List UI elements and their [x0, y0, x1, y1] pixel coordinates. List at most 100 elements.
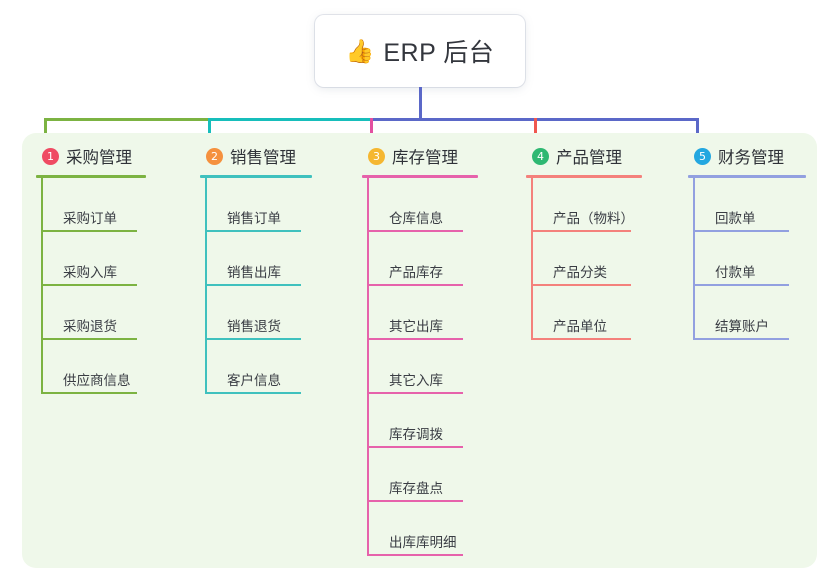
- branch-title: 产品管理: [556, 149, 622, 167]
- branch-item[interactable]: 采购订单: [41, 178, 146, 232]
- bus-segment-2: [208, 118, 373, 121]
- branch-item-rule: [41, 338, 137, 340]
- branch-header-3[interactable]: 3 库存管理: [362, 143, 478, 169]
- branch-item-label: 结算账户: [715, 319, 769, 334]
- trunk-line: [419, 87, 422, 121]
- branch-item[interactable]: 销售退货: [205, 286, 312, 340]
- bus-segment-1: [44, 118, 211, 121]
- branch-item[interactable]: 付款单: [693, 232, 806, 286]
- branch-item-rule: [205, 392, 301, 394]
- branch-header-2[interactable]: 2 销售管理: [200, 143, 312, 169]
- branch-item[interactable]: 库存调拨: [367, 394, 478, 448]
- branch-item[interactable]: 采购入库: [41, 232, 146, 286]
- branch-item[interactable]: 出库库明细: [367, 502, 478, 556]
- branch-title: 库存管理: [392, 149, 458, 167]
- root-title: ERP 后台: [383, 39, 495, 67]
- branch-item-rule: [367, 338, 463, 340]
- branch-item[interactable]: 仓库信息: [367, 178, 478, 232]
- branch-item-list: 销售订单销售出库销售退货客户信息: [205, 178, 312, 394]
- stub-line-3: [370, 118, 373, 142]
- branch-item-rule: [531, 338, 631, 340]
- branch-item[interactable]: 供应商信息: [41, 340, 146, 394]
- branch-column-1: 1 采购管理采购订单采购入库采购退货供应商信息: [36, 143, 146, 394]
- branch-item-list: 仓库信息产品库存其它出库其它入库库存调拨库存盘点出库库明细: [367, 178, 478, 556]
- branch-item[interactable]: 产品（物料）: [531, 178, 642, 232]
- branch-item[interactable]: 其它出库: [367, 286, 478, 340]
- branch-item[interactable]: 其它入库: [367, 340, 478, 394]
- branch-rail: [41, 178, 43, 394]
- branch-header-5[interactable]: 5 财务管理: [688, 143, 806, 169]
- branch-rail: [205, 178, 207, 394]
- branch-column-3: 3 库存管理仓库信息产品库存其它出库其它入库库存调拨库存盘点出库库明细: [362, 143, 478, 556]
- stub-line-4: [534, 118, 537, 142]
- root-node[interactable]: 👍 ERP 后台: [315, 15, 525, 87]
- stub-line-1: [44, 118, 47, 142]
- thumbs-up-icon: 👍: [345, 37, 375, 64]
- branch-number-badge: 1: [42, 147, 59, 165]
- branch-item-rule: [367, 284, 463, 286]
- branch-item-rule: [367, 392, 463, 394]
- branch-column-5: 5 财务管理回款单付款单结算账户: [688, 143, 806, 340]
- branch-item-label: 产品库存: [389, 265, 443, 280]
- branch-item-label: 出库库明细: [389, 535, 457, 550]
- branch-number-badge: 2: [206, 147, 223, 165]
- branch-header-1[interactable]: 1 采购管理: [36, 143, 146, 169]
- branch-item-label: 供应商信息: [63, 373, 131, 388]
- branch-item[interactable]: 客户信息: [205, 340, 312, 394]
- branch-item[interactable]: 产品分类: [531, 232, 642, 286]
- branch-item-label: 采购入库: [63, 265, 117, 280]
- branch-item[interactable]: 回款单: [693, 178, 806, 232]
- branch-item-label: 产品分类: [553, 265, 607, 280]
- branch-item-rule: [205, 230, 301, 232]
- branch-item-label: 产品单位: [553, 319, 607, 334]
- branch-header-rule: [688, 175, 806, 178]
- branch-item-rule: [367, 554, 463, 556]
- branch-item-label: 采购退货: [63, 319, 117, 334]
- branch-item-label: 其它出库: [389, 319, 443, 334]
- branch-number-badge: 4: [532, 147, 549, 165]
- branch-item-label: 销售订单: [227, 211, 281, 226]
- branch-item[interactable]: 销售出库: [205, 232, 312, 286]
- branch-item-label: 销售退货: [227, 319, 281, 334]
- stub-line-2: [208, 118, 211, 142]
- branch-item-rule: [205, 338, 301, 340]
- branch-title: 采购管理: [66, 149, 132, 167]
- branch-item-label: 销售出库: [227, 265, 281, 280]
- branch-item-rule: [693, 230, 789, 232]
- branch-item-rule: [693, 338, 789, 340]
- branch-item[interactable]: 库存盘点: [367, 448, 478, 502]
- branch-item-label: 仓库信息: [389, 211, 443, 226]
- branch-item-rule: [531, 230, 631, 232]
- branch-header-rule: [200, 175, 312, 178]
- bus-segment-3: [370, 118, 537, 121]
- branch-title: 销售管理: [230, 149, 296, 167]
- branches-panel: [22, 133, 817, 568]
- bus-segment-4: [534, 118, 699, 121]
- branch-item[interactable]: 采购退货: [41, 286, 146, 340]
- branch-item-list: 回款单付款单结算账户: [693, 178, 806, 340]
- branch-item-rule: [367, 230, 463, 232]
- branch-item[interactable]: 产品库存: [367, 232, 478, 286]
- branch-title: 财务管理: [718, 149, 784, 167]
- branch-header-rule: [36, 175, 146, 178]
- branch-item-rule: [41, 284, 137, 286]
- branch-item-rule: [41, 392, 137, 394]
- branch-item-label: 产品（物料）: [553, 211, 634, 226]
- branch-rail: [693, 178, 695, 340]
- branch-column-4: 4 产品管理产品（物料） 产品分类产品单位: [526, 143, 642, 340]
- branch-number-badge: 3: [368, 147, 385, 165]
- branch-column-2: 2 销售管理销售订单销售出库销售退货客户信息: [200, 143, 312, 394]
- branch-number-badge: 5: [694, 147, 711, 165]
- branch-item-label: 库存盘点: [389, 481, 443, 496]
- branch-item-rule: [367, 446, 463, 448]
- branch-header-rule: [362, 175, 478, 178]
- branch-rail: [531, 178, 533, 340]
- branch-item[interactable]: 结算账户: [693, 286, 806, 340]
- branch-item[interactable]: 销售订单: [205, 178, 312, 232]
- branch-item-label: 付款单: [715, 265, 756, 280]
- stub-line-5: [696, 118, 699, 142]
- branch-item[interactable]: 产品单位: [531, 286, 642, 340]
- branch-item-label: 客户信息: [227, 373, 281, 388]
- branch-header-4[interactable]: 4 产品管理: [526, 143, 642, 169]
